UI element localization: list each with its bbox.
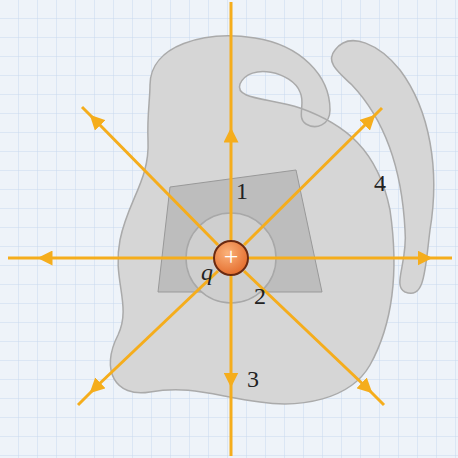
charge-sign: + — [224, 244, 239, 270]
surface-number: 3 — [247, 367, 259, 391]
charge-symbol: q — [201, 260, 213, 284]
gaussian-surface-4 — [331, 41, 433, 294]
surface-number: 2 — [254, 284, 266, 308]
surface-number: 1 — [236, 179, 248, 203]
field-lines — [8, 2, 452, 456]
point-charge — [214, 241, 248, 275]
surface-number: 4 — [374, 171, 386, 195]
gaussian-surface-3 — [110, 36, 394, 404]
